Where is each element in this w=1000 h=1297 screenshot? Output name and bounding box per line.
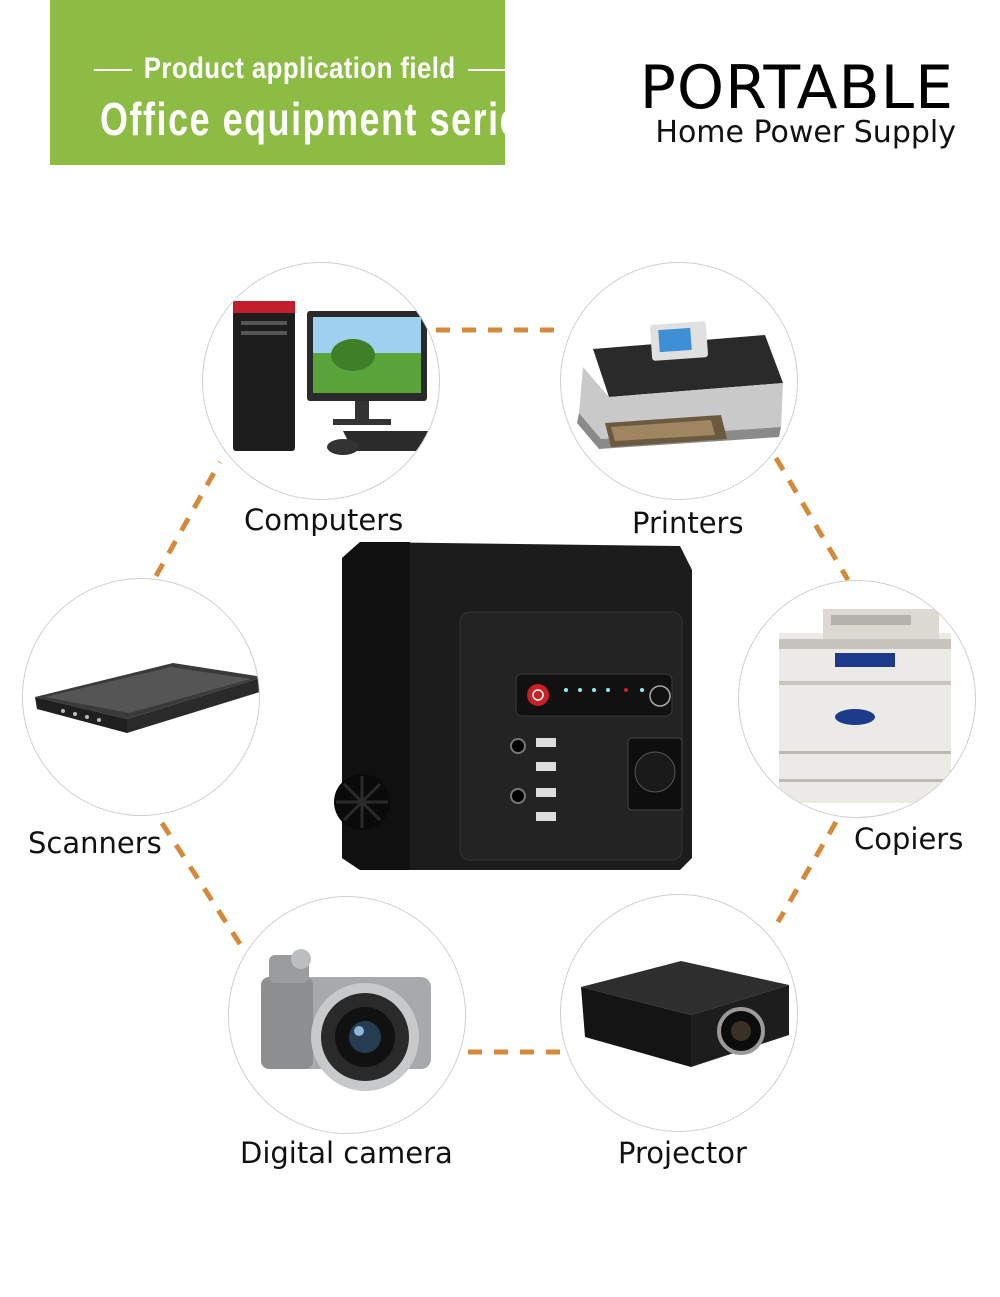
label-scanners: Scanners [28,826,162,860]
label-computers: Computers [244,503,404,537]
label-copiers: Copiers [854,822,964,856]
label-camera: Digital camera [240,1136,453,1170]
label-printers: Printers [632,506,744,540]
camera-icon [261,949,431,1091]
camera-circle [228,896,466,1134]
printers-circle [560,262,798,500]
scanners-circle [22,578,260,816]
power-supply-device [334,542,692,870]
right-rule [467,69,506,72]
copier-icon [779,609,951,803]
computer-icon [233,301,439,455]
brand-subtitle: Home Power Supply [655,115,956,150]
printer-icon [577,321,783,449]
copiers-circle [738,580,976,818]
header-banner: Product application field Office equipme… [50,0,541,165]
computers-circle [202,262,440,500]
header-subtitle: Product application field [143,52,456,85]
projector-circle [560,894,798,1132]
brand-title: PORTABLE [639,53,954,123]
scanner-icon [35,663,259,733]
header-subtitle-row: Product application field [82,52,506,86]
projector-icon [581,961,789,1067]
label-projector: Projector [618,1136,747,1170]
left-rule [93,69,132,72]
